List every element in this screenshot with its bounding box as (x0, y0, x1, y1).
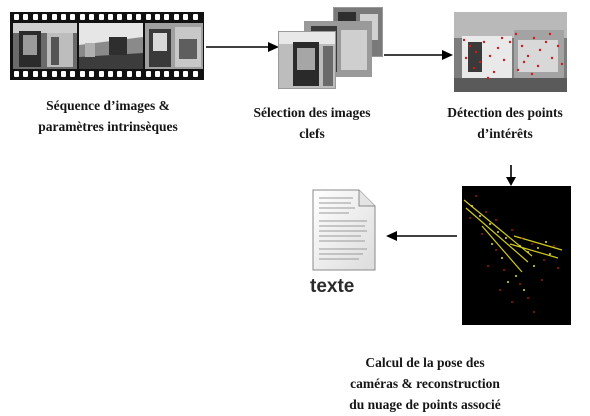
film-perforation (23, 14, 29, 20)
film-perforation (42, 14, 48, 20)
film-perforation (192, 71, 198, 77)
film-perforation (164, 71, 170, 77)
film-perforation (155, 14, 160, 20)
film-perforation (126, 71, 132, 77)
interest-points-image (454, 12, 567, 92)
caption-keyframe-selection: Sélection des images clefs (253, 105, 371, 141)
film-perforation (145, 71, 151, 77)
film-perforations-bottom (10, 71, 204, 78)
film-perforation (42, 71, 48, 77)
film-perforation (192, 14, 198, 20)
film-perforation (98, 71, 104, 77)
film-perforation (51, 14, 57, 20)
film-perforation (173, 14, 179, 20)
film-perforation (23, 71, 29, 77)
film-perforation (155, 71, 160, 77)
film-perforation (183, 71, 189, 77)
film-perforation (126, 14, 132, 20)
film-perforation (61, 14, 66, 20)
film-perforation (164, 14, 170, 20)
caption-image-sequence: Séquence d’images & paramètres intrinsèq… (38, 98, 178, 134)
film-perforation (79, 71, 85, 77)
keyframe-thumb-front (279, 32, 335, 88)
film-perforation (145, 14, 151, 20)
film-perforation (117, 14, 123, 20)
arrow-to-keyframes (206, 42, 279, 52)
caption-interest-point-detection: Détection des points d’intérêts (447, 105, 563, 141)
arrow-to-detection (384, 50, 453, 60)
film-perforation (61, 71, 66, 77)
film-frame-3 (145, 23, 203, 69)
arrow-to-reconstruction (506, 165, 516, 186)
film-perforation (89, 14, 95, 20)
film-perforation (14, 14, 19, 20)
film-perforation (51, 71, 57, 77)
caption-pose-reconstruction: Calcul de la pose des caméras & reconstr… (349, 355, 501, 412)
film-perforation (32, 71, 38, 77)
film-perforation (70, 14, 76, 20)
text-document-icon (309, 188, 379, 272)
film-perforation (89, 71, 95, 77)
film-perforation (70, 71, 76, 77)
document-label: texte (310, 276, 355, 297)
film-frame-1 (13, 23, 77, 69)
film-perforation (183, 14, 189, 20)
film-perforation (108, 71, 113, 77)
film-perforation (136, 14, 142, 20)
film-perforation (108, 14, 113, 20)
image-sequence-filmstrip (10, 12, 204, 80)
film-frame-2 (79, 23, 143, 69)
film-perforation (117, 71, 123, 77)
film-perforation (14, 71, 19, 77)
film-perforation (136, 71, 142, 77)
film-perforation (79, 14, 85, 20)
film-perforation (98, 14, 104, 20)
arrow-to-document (386, 231, 457, 241)
point-cloud-image (462, 186, 571, 325)
film-perforation (32, 14, 38, 20)
film-perforations-top (10, 14, 204, 21)
film-perforation (173, 71, 179, 77)
